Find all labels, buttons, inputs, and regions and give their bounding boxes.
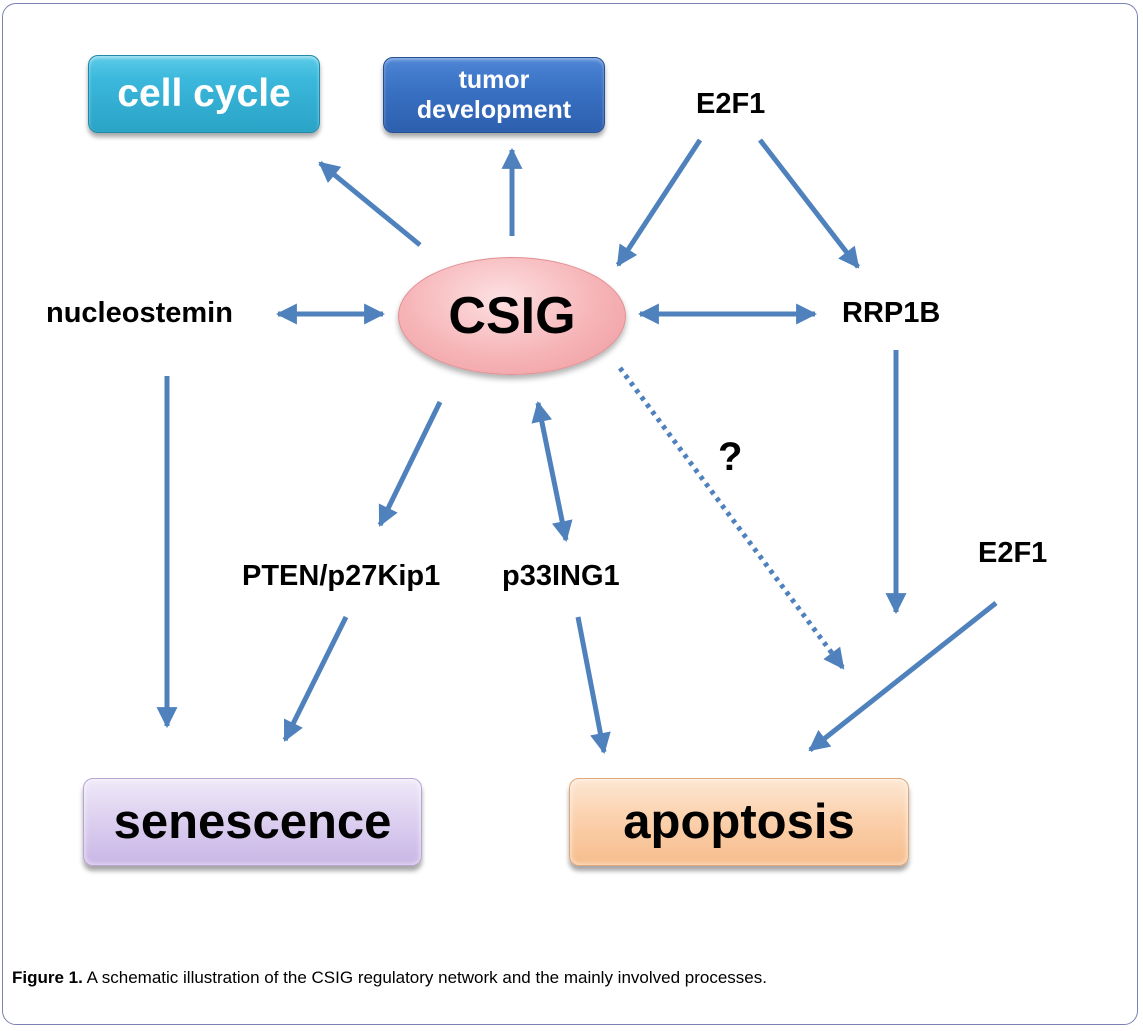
question-mark-label: ?	[718, 435, 743, 479]
arrow-csig-to-cell-cycle	[318, 161, 422, 247]
nucleostemin-label: nucleostemin	[46, 297, 233, 329]
tumor-label-line2: development	[416, 96, 572, 124]
pten-p27kip1-label: PTEN/p27Kip1	[242, 560, 441, 592]
arrow-csig-to-pten	[377, 400, 443, 527]
rrp1b-label: RRP1B	[842, 297, 941, 329]
caption-prefix: Figure 1.	[12, 968, 83, 987]
cell-cycle-box: cell cycle	[88, 55, 320, 133]
senescence-label: senescence	[113, 795, 392, 849]
senescence-box: senescence	[83, 778, 422, 866]
e2f1-top-label: E2F1	[696, 88, 766, 120]
apoptosis-box: apoptosis	[569, 778, 909, 866]
caption-text: A schematic illustration of the CSIG reg…	[82, 968, 767, 987]
csig-label: CSIG	[448, 287, 576, 345]
arrow-p33ing1-to-apoptosis	[575, 616, 611, 755]
tumor-label-line1: tumor	[458, 66, 530, 94]
e2f1-right-label: E2F1	[978, 537, 1048, 569]
arrow-e2f1-to-csig	[615, 138, 703, 267]
arrow-csig-p33ing1	[531, 400, 573, 543]
tumor-development-box: tumor development	[383, 57, 605, 133]
arrow-e2f1-to-apoptosis	[808, 601, 998, 752]
p33ing1-label: p33ING1	[502, 560, 620, 592]
figure-caption: Figure 1. A schematic illustration of th…	[12, 968, 767, 988]
csig-node: CSIG	[398, 257, 626, 375]
apoptosis-label: apoptosis	[623, 795, 855, 849]
arrow-csig-to-apoptosis-dotted	[617, 366, 846, 670]
figure-frame	[2, 3, 1138, 1025]
cell-cycle-label: cell cycle	[117, 72, 291, 115]
arrow-e2f1-to-rrp1b	[758, 138, 860, 269]
arrow-pten-to-senescence	[282, 615, 349, 742]
